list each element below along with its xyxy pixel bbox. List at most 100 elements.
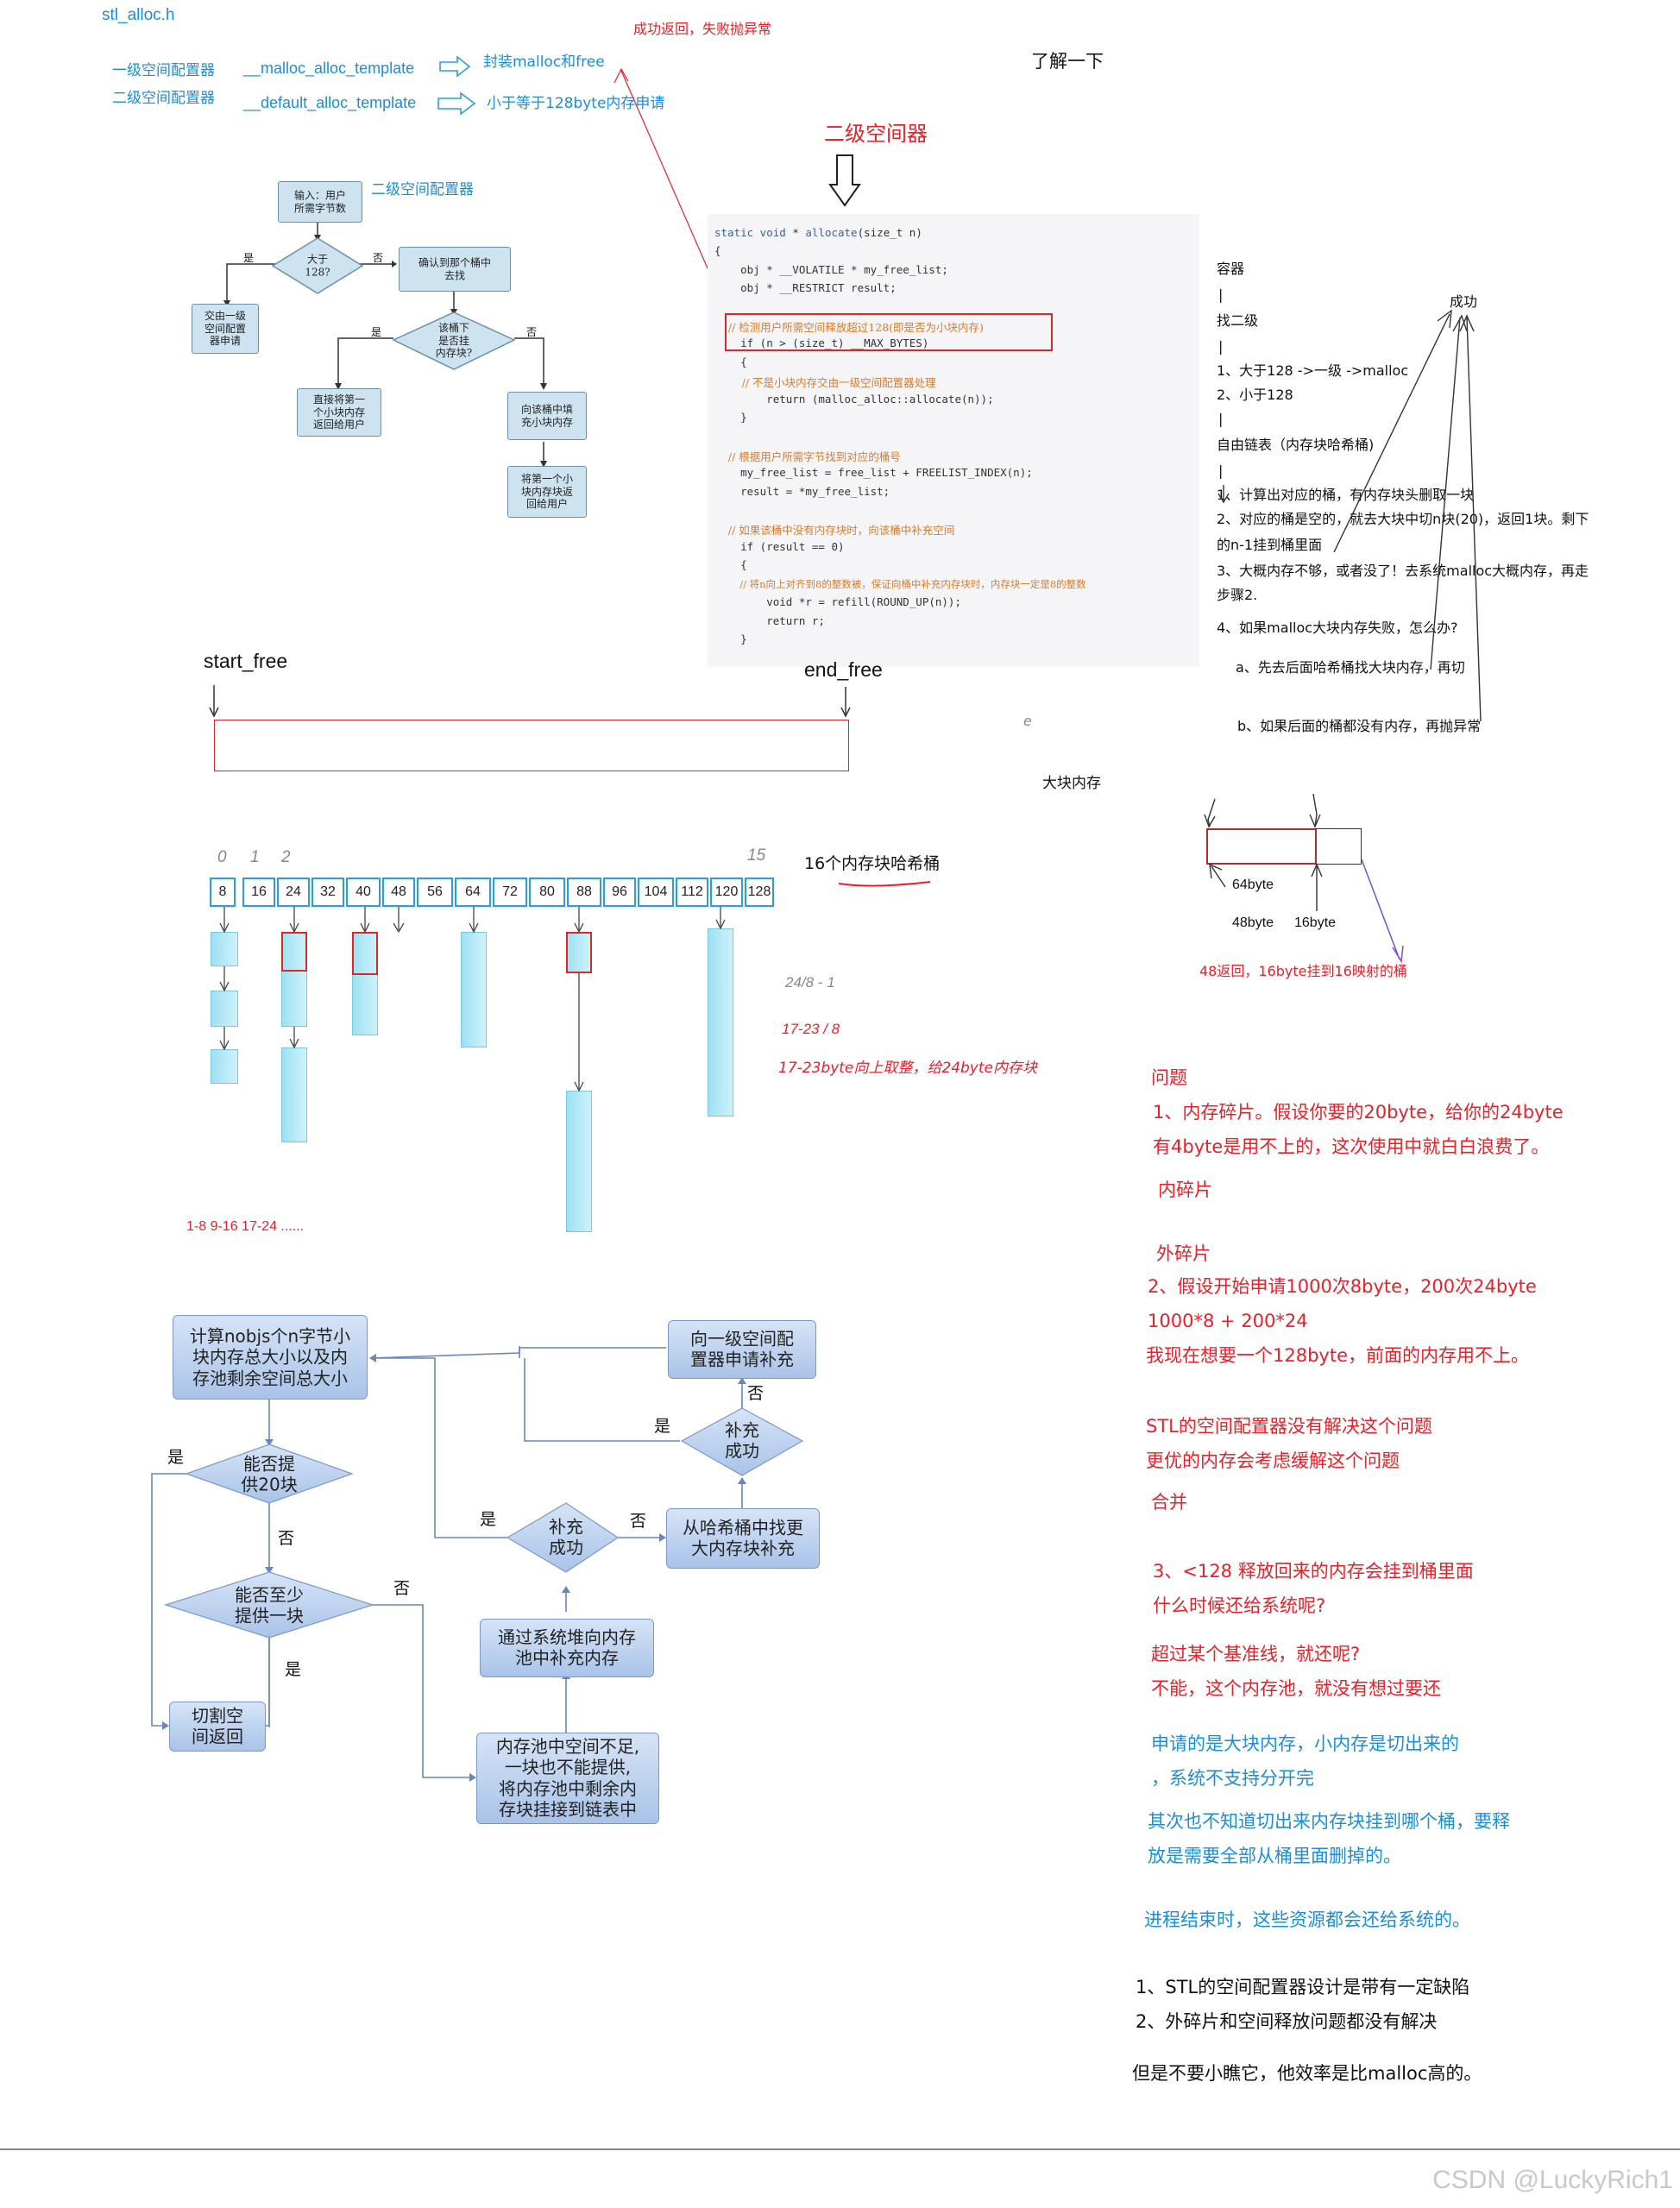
level1-template: __malloc_alloc_template bbox=[243, 60, 415, 77]
bucket-cell: 96 bbox=[603, 878, 636, 907]
flow2-calc-box: 计算nobjs个n字节小 块内存总大小以及内 存池剩余空间总大小 bbox=[173, 1315, 368, 1400]
flow1-gt128-label-wrap: 大于 128? bbox=[283, 248, 352, 283]
code-line: { bbox=[714, 355, 747, 368]
hash-calc1: 24/8 - 1 bbox=[785, 974, 835, 991]
pool-start-label: start_free bbox=[204, 650, 288, 672]
problem-3a: 3、<128 释放回来的内存会挂到桶里面 bbox=[1153, 1561, 1474, 1582]
flow2-no2: 否 bbox=[393, 1579, 411, 1598]
note-line: 找二级 bbox=[1217, 312, 1259, 329]
hash-index-0: 0 bbox=[217, 848, 227, 866]
flow1-return-after-box: 将第一个小 块内存块返 回给用户 bbox=[507, 466, 587, 518]
flow2-cut-box: 切割空 间返回 bbox=[169, 1702, 266, 1752]
code-line: static void * allocate(size_t n) bbox=[714, 226, 922, 239]
bucket-cell: 16 bbox=[242, 878, 275, 907]
code-line: // 根据用户所需字节找到对应的桶号 bbox=[714, 450, 901, 463]
flow1-no: 否 bbox=[373, 252, 384, 264]
memory-chunk bbox=[281, 1047, 307, 1142]
memory-chunk bbox=[708, 928, 733, 1117]
flow2-sysheap-box: 通过系统堆向内存 池中补充内存 bbox=[480, 1619, 654, 1677]
block-64-label: 64byte bbox=[1232, 878, 1274, 892]
flow1-to-level1-label: 交由一级 空间配置 器申请 bbox=[204, 310, 246, 348]
flow1-gt128-label: 大于 128? bbox=[305, 253, 330, 278]
summary-3: 但是不要小瞧它，他效率是比malloc高的。 bbox=[1132, 2063, 1482, 2084]
pool-end-label: end_free bbox=[804, 658, 883, 681]
code-line: if (n > (size_t) __MAX_BYTES) bbox=[714, 337, 929, 349]
code-highlight-box bbox=[725, 313, 1053, 351]
chunk-highlight bbox=[352, 932, 378, 975]
hash-ranges: 1-8 9-16 17-24 ...... bbox=[186, 1219, 305, 1234]
flow1-yes: 是 bbox=[243, 252, 255, 264]
block-return-note: 48返回，16byte挂到16映射的桶 bbox=[1199, 963, 1407, 979]
hollow-down-arrow-icon bbox=[828, 154, 861, 207]
problem-inner: 内碎片 bbox=[1158, 1179, 1212, 1200]
big-block-used bbox=[1206, 828, 1317, 865]
problem-merge: 合并 bbox=[1151, 1492, 1187, 1513]
code-line: my_free_list = free_list + FREELIST_INDE… bbox=[714, 466, 1033, 479]
flow2-no3: 否 bbox=[630, 1512, 647, 1531]
note-line: 容器 bbox=[1217, 261, 1245, 277]
problem-b2: 更优的内存会考虑缓解这个问题 bbox=[1146, 1450, 1400, 1471]
level2-template: __default_alloc_template bbox=[243, 94, 417, 111]
chunk-highlight bbox=[566, 932, 592, 973]
flow2-ok2-label: 补充 成功 bbox=[725, 1419, 759, 1462]
code-line: } bbox=[714, 411, 747, 424]
flow2-can20-label: 能否提 供20块 bbox=[241, 1453, 298, 1495]
flow1-find-bucket-label: 确认到那个桶中 去找 bbox=[418, 256, 491, 281]
bucket-cell: 128 bbox=[745, 878, 774, 907]
bucket-cell: 40 bbox=[346, 878, 381, 907]
chunk-highlight bbox=[281, 932, 307, 972]
note-line: 步骤2. bbox=[1217, 587, 1258, 603]
bucket-cell: 104 bbox=[638, 878, 674, 907]
problem-1b: 有4byte是用不上的，这次使用中就白白浪费了。 bbox=[1153, 1136, 1550, 1157]
note-big-block: 大块内存 bbox=[1042, 775, 1101, 792]
code-line: // 将n向上对齐到8的整数被，保证向桶中补充内存块时，内存块一定是8的整数 bbox=[714, 578, 1086, 590]
code-line: return r; bbox=[714, 614, 825, 627]
note-line: | bbox=[1218, 462, 1224, 479]
hash-calc3: 17-23byte向上取整，给24byte内存块 bbox=[778, 1060, 1037, 1077]
hash-index-1: 1 bbox=[250, 848, 260, 866]
code-line: result = *my_free_list; bbox=[714, 485, 890, 498]
flow1-no2: 否 bbox=[526, 326, 538, 338]
bucket-cell: 64 bbox=[455, 878, 491, 907]
memory-chunk bbox=[211, 932, 238, 966]
hash-index-15: 15 bbox=[747, 846, 766, 865]
flow2-insufficient-box: 内存池中空间不足, 一块也不能提供, 将内存池中剩余内 存块挂接到链表中 bbox=[476, 1733, 659, 1824]
flow2-yes: 是 bbox=[167, 1448, 185, 1467]
note-line: 2、对应的桶是空的，就去大块中切n块(20)，返回1块。剩下 bbox=[1217, 511, 1589, 527]
flow1-return-after-label: 将第一个小 块内存块返 回给用户 bbox=[520, 473, 573, 511]
flow2-yes2: 是 bbox=[285, 1660, 302, 1679]
note-line: 自由链表（内存块哈希桶) bbox=[1217, 437, 1375, 453]
memory-chunk bbox=[281, 932, 307, 1027]
bucket-cell: 120 bbox=[710, 878, 743, 907]
level1-name: 一级空间配置器 bbox=[112, 62, 215, 79]
note-b7: 进程结束时，这些资源都会还给系统的。 bbox=[1144, 1909, 1470, 1930]
block-48-label: 48byte bbox=[1232, 915, 1274, 930]
problem-3d: 不能，这个内存池，就没有想过要还 bbox=[1151, 1678, 1441, 1699]
memory-chunk bbox=[211, 1049, 238, 1084]
note-sub-a: a、先去后面哈希桶找大块内存，再切 bbox=[1236, 659, 1465, 676]
problem-1a: 1、内存碎片。假设你要的20byte，给你的24byte bbox=[1153, 1102, 1564, 1123]
hollow-arrow-icon bbox=[439, 55, 471, 78]
problem-2c: 我现在想要一个128byte，前面的内存用不上。 bbox=[1146, 1345, 1529, 1366]
code-line: void *r = refill(ROUND_UP(n)); bbox=[714, 595, 961, 608]
hash-calc2: 17-23 / 8 bbox=[782, 1021, 840, 1037]
code-line: // 如果该桶中没有内存块时，向该桶中补充空间 bbox=[714, 524, 955, 537]
note-sub-b: b、如果后面的桶都没有内存，再抛异常 bbox=[1237, 718, 1482, 734]
flow1-to-level1-box: 交由一级 空间配置 器申请 bbox=[192, 304, 259, 354]
bucket-cell: 88 bbox=[567, 878, 601, 907]
code-line: } bbox=[714, 632, 747, 645]
csdn-watermark: CSDN @LuckyRich1 bbox=[1432, 2166, 1673, 2194]
flow1-return-first-label: 直接将第一 个小块内存 返回给用户 bbox=[312, 393, 365, 431]
note-b5: 其次也不知道切出来内存块挂到哪个桶，要释 bbox=[1148, 1811, 1510, 1832]
flow2-can1-label-wrap: 能否至少 提供一块 bbox=[216, 1584, 323, 1627]
flow2-ask-l1-label: 向一级空间配 置器申请补充 bbox=[690, 1328, 794, 1370]
file-name: stl_alloc.h bbox=[102, 6, 175, 24]
flow2-insufficient-label: 内存池中空间不足, 一块也不能提供, 将内存池中剩余内 存块挂接到链表中 bbox=[495, 1736, 640, 1821]
note-line: | bbox=[1218, 286, 1224, 303]
flow2-no: 否 bbox=[278, 1529, 295, 1548]
code-line: { bbox=[714, 244, 721, 257]
big-block-rest bbox=[1315, 828, 1362, 865]
flow2-hashfind-box: 从哈希桶中找更 大内存块补充 bbox=[666, 1508, 820, 1569]
flow1-bucket-has-label-wrap: 该桶下 是否挂 内存块? bbox=[419, 319, 488, 362]
level2-desc: 小于等于128byte内存申请 bbox=[487, 95, 665, 112]
